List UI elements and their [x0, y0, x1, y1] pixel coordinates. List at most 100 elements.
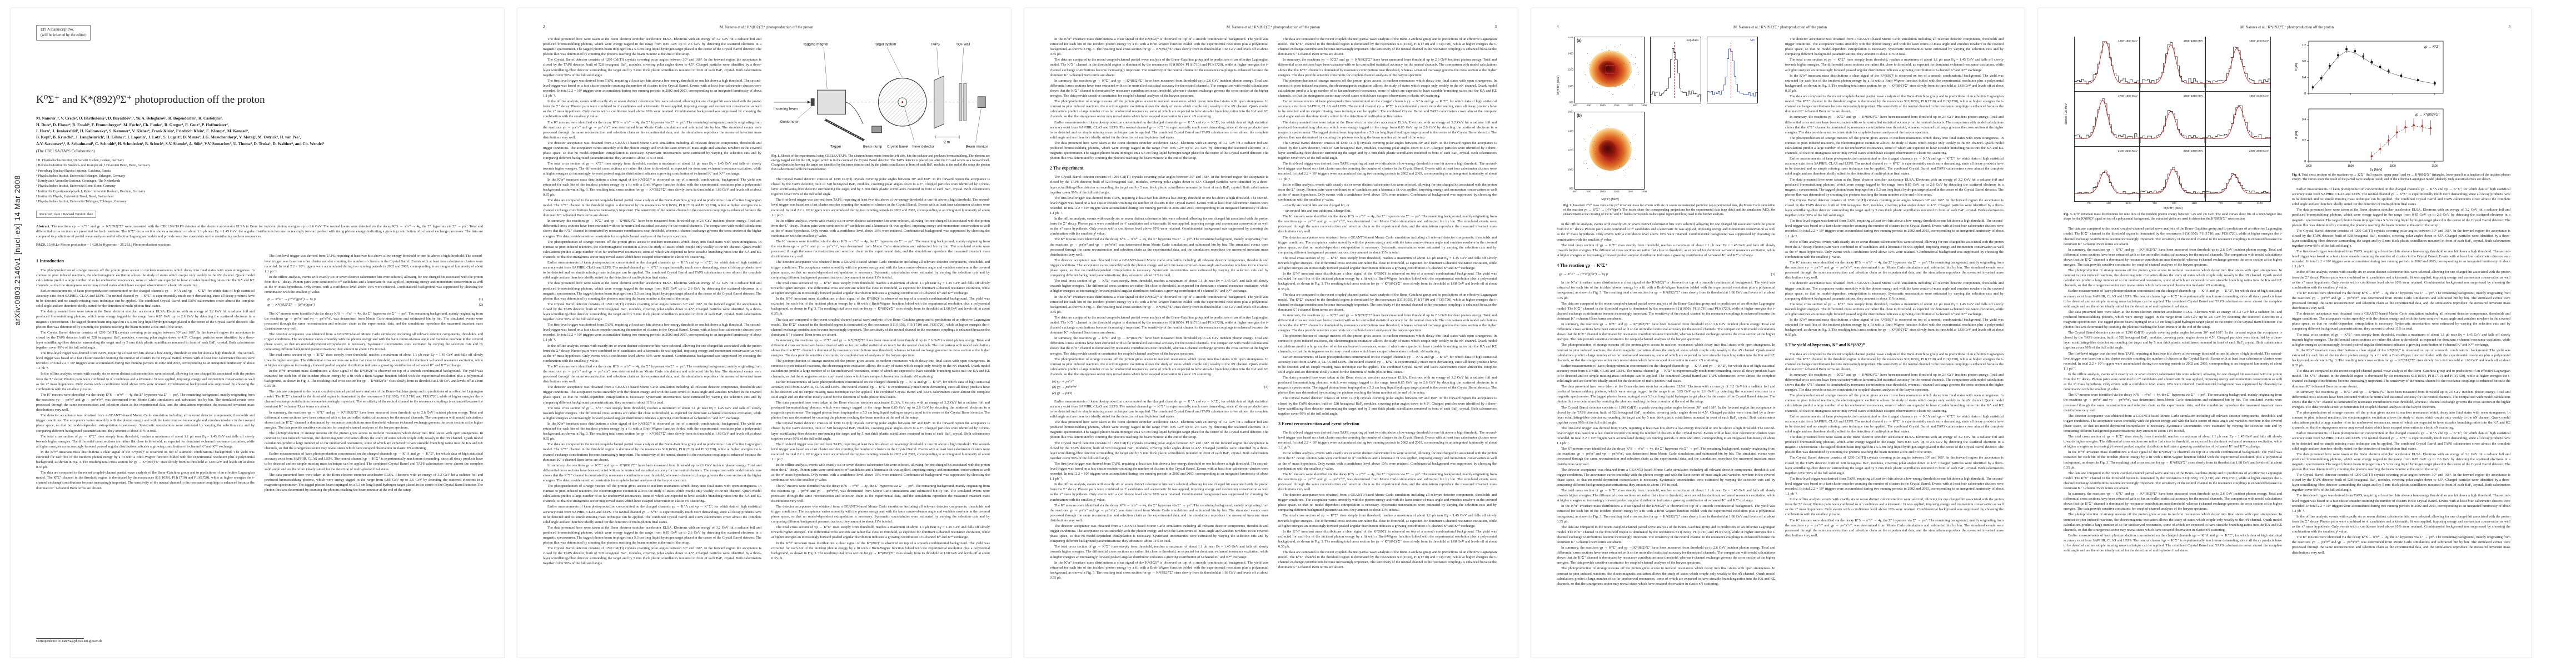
text-block: The Crystal Barrel detector consists of … [771, 177, 990, 561]
text-block: Earlier measurements of kaon photoproduc… [1050, 399, 1268, 580]
body-paragraph: The Crystal Barrel detector consists of … [2292, 228, 2510, 248]
body-paragraph: The total cross section of γp → K⁰Σ⁺ ris… [543, 162, 761, 176]
list-item: – six neutral hits and one additional ch… [1283, 209, 1351, 213]
body-paragraph: The first-level trigger was derived from… [771, 198, 990, 217]
body-paragraph: The photoproduction of strange mesons of… [2064, 268, 2282, 288]
body-paragraph: The data are compared to the recent coup… [2292, 369, 2510, 389]
text-block: The K⁰ mesons were identified via the de… [265, 311, 483, 492]
figure-1-setup-diagram: Tagging magnet Target system TAPS TOF wa… [771, 37, 990, 172]
body-paragraph: In the K⁰π⁰ invariant mass distributions… [1557, 504, 1775, 524]
body-paragraph: In the K⁰π⁰ invariant mass distributions… [1278, 272, 1497, 291]
body-paragraph: In summary, the reactions γp → K⁰Σ⁺ and … [543, 463, 761, 482]
incoming-beam-label: Incoming beam [774, 107, 798, 111]
running-title: M. Nanova et al.: K*(892)⁰Σ⁺ photoproduc… [2240, 26, 2334, 29]
body-paragraph: In the offline analysis, events with exa… [543, 344, 761, 363]
tagging-magnet-shape [817, 89, 846, 115]
body-paragraph: The K⁰ mesons were identified via the de… [1278, 215, 1497, 234]
body-paragraph: In the offline analysis, events with exa… [2292, 514, 2510, 534]
body-paragraph: The first-level trigger was derived from… [2292, 250, 2510, 269]
manuscript-note: EPJ A manuscript No. (will be inserted b… [36, 25, 91, 41]
svg-text:1950–2100 MeV: 1950–2100 MeV [2249, 94, 2269, 98]
correspondence-footnote: Correspondence to: nanova@physik.uni-gie… [36, 637, 142, 643]
body-paragraph: The K⁰ mesons were identified via the de… [36, 392, 255, 412]
page-header: M. Nanova et al.: K*(892)⁰Σ⁺ photoproduc… [1050, 25, 1497, 29]
page-number: 5 [2508, 25, 2510, 29]
body-paragraph: The photoproduction of strange mesons of… [1785, 394, 2004, 413]
body-paragraph: The data presented here were taken at th… [1278, 376, 1497, 395]
body-paragraph: The photoproduction of strange mesons of… [1278, 334, 1497, 354]
body-paragraph: The photoproduction of strange mesons of… [543, 240, 761, 259]
body-paragraph: Earlier measurements of kaon photoproduc… [36, 288, 255, 308]
pacs-label: PACS. [36, 243, 46, 247]
beam-monitor-shape [977, 96, 986, 108]
text-block: The Crystal Barrel detector consists of … [1050, 175, 1268, 377]
goniometer-shape [810, 98, 815, 106]
taps-shape [934, 75, 944, 129]
body-paragraph: In the K⁰π⁰ invariant mass distributions… [265, 369, 483, 389]
section-heading-yields: 5 The yield of hyperons, K⁰ and K*(892)⁰ [1785, 342, 1865, 348]
equation: γp → K⁰Σ⁺ → (π⁰π⁰)(pπ⁰) → 6γ p [1559, 272, 1608, 277]
body-paragraph: Earlier measurements of kaon photoproduc… [2292, 187, 2510, 207]
svg-text:2100–2250 MeV: 2100–2250 MeV [2118, 150, 2138, 153]
body-paragraph: The total cross section of γp → K⁰Σ⁺ ris… [543, 406, 761, 420]
body-paragraph: The photoproduction of strange mesons of… [36, 268, 255, 287]
page-header: M. Nanova et al.: K*(892)⁰Σ⁺ photoproduc… [2064, 25, 2510, 29]
body-paragraph: The data are compared to the recent coup… [1785, 352, 2004, 371]
abstract: Abstract. The reactions γp → K⁰Σ⁺ and γp… [36, 224, 483, 240]
institution: ⁶ Physikalisches Institut, Universität B… [36, 185, 116, 188]
body-paragraph: In summary, the reactions γp → K⁰Σ⁺ and … [1557, 546, 1775, 565]
svg-text:1450–1550 MeV: 1450–1550 MeV [2118, 39, 2138, 43]
body-paragraph: The detector acceptance was obtained fro… [1050, 258, 1268, 278]
body-paragraph: The K⁰ mesons were identified via the de… [771, 484, 990, 503]
body-paragraph: In the offline analysis, events with exa… [2064, 372, 2282, 392]
body-paragraph: The data are compared to the recent coup… [543, 442, 761, 462]
body-paragraph: The first-level trigger was derived from… [543, 323, 761, 342]
svg-text:0.4: 0.4 [2302, 118, 2306, 122]
body-paragraph: Earlier measurements of kaon photoproduc… [1557, 364, 1775, 384]
body-paragraph: The first-level trigger was derived from… [543, 78, 761, 98]
body-paragraph: The total cross section of γp → K⁰Σ⁺ ris… [1785, 302, 2004, 316]
body-paragraph: In summary, the reactions γp → K⁰Σ⁺ and … [1050, 336, 1268, 356]
body-paragraph: In the K⁰π⁰ invariant mass distributions… [543, 421, 761, 441]
figure-3-caption-label: Fig. 3. [2064, 213, 2073, 217]
body-paragraph: In summary, the reactions γp → K⁰Σ⁺ and … [1557, 322, 1775, 342]
body-paragraph: The Crystal Barrel detector consists of … [36, 330, 255, 350]
body-paragraph: The detector acceptance was obtained fro… [771, 504, 990, 524]
body-paragraph: Earlier measurements of kaon photoproduc… [2292, 431, 2510, 451]
body-paragraph: The photoproduction of strange mesons of… [265, 431, 483, 451]
body-paragraph: In summary, the reactions γp → K⁰Σ⁺ and … [1050, 78, 1268, 98]
fig2-signal-box [1605, 64, 1617, 74]
body-paragraph: The K⁰ mesons were identified via the de… [2292, 291, 2510, 311]
body-paragraph: The photoproduction of strange mesons of… [1050, 357, 1268, 376]
body-paragraph: In the K⁰π⁰ invariant mass distributions… [36, 450, 255, 470]
fig2-inset-mc-label: MC [1750, 39, 1755, 42]
body-paragraph: In summary, the reactions γp → K⁰Σ⁺ and … [771, 338, 990, 358]
svg-text:σ [μb]: σ [μb] [2295, 131, 2298, 139]
figure-2-caption-text: Invariant π⁰π⁰ mass versus the pπ⁰ invar… [1563, 204, 1775, 217]
section-heading-experiment: 2 The experiment [1050, 166, 1084, 171]
body-paragraph: The data presented here were taken at th… [1785, 435, 2004, 455]
body-paragraph: Earlier measurements of kaon photoproduc… [2064, 289, 2282, 308]
author-line: B. Kopf⁷, B. Krusche⁸, J. Langheinrich⁶,… [36, 135, 301, 140]
fig3-x-axis-label: M(K⁰π⁰) [MeV] [2164, 207, 2183, 210]
institution: ⁹ Physikalisches Institut, Universität T… [36, 200, 127, 204]
fig3-panel: 1650–1750 MeV [2205, 37, 2271, 92]
body-paragraph: The K⁰ mesons were identified via the de… [771, 240, 990, 259]
institution: ³ Petersburg Nuclear Physics Institute, … [36, 169, 111, 173]
body-paragraph: The total cross section of γp → K⁰Σ⁺ ris… [36, 434, 255, 449]
body-paragraph: The Crystal Barrel detector consists of … [771, 421, 990, 441]
svg-text:1000: 1000 [2305, 165, 2311, 168]
selection-criteria-list: – exactly six neutral hits and no charge… [1278, 203, 1497, 213]
body-paragraph: The total cross section of γp → K⁰Σ⁺ ris… [1050, 279, 1268, 293]
body-paragraph: The data are compared to the recent coup… [36, 471, 255, 490]
text-block: The data presented here were taken at th… [543, 37, 761, 566]
body-paragraph: The data presented here were taken at th… [2064, 310, 2282, 330]
text-block: In the offline analysis, events with exa… [1557, 222, 1775, 258]
body-paragraph: In the K⁰π⁰ invariant mass distributions… [543, 177, 761, 197]
equation: (b) γp → pπ⁰π⁰π⁰ [1052, 385, 1077, 390]
correspondence-text: Correspondence to: nanova@physik.uni-gie… [36, 640, 102, 643]
body-paragraph: The K⁰ mesons were identified via the de… [1557, 447, 1775, 466]
institution: ² Helmholtz-Institut für Strahlen- und K… [36, 164, 151, 168]
